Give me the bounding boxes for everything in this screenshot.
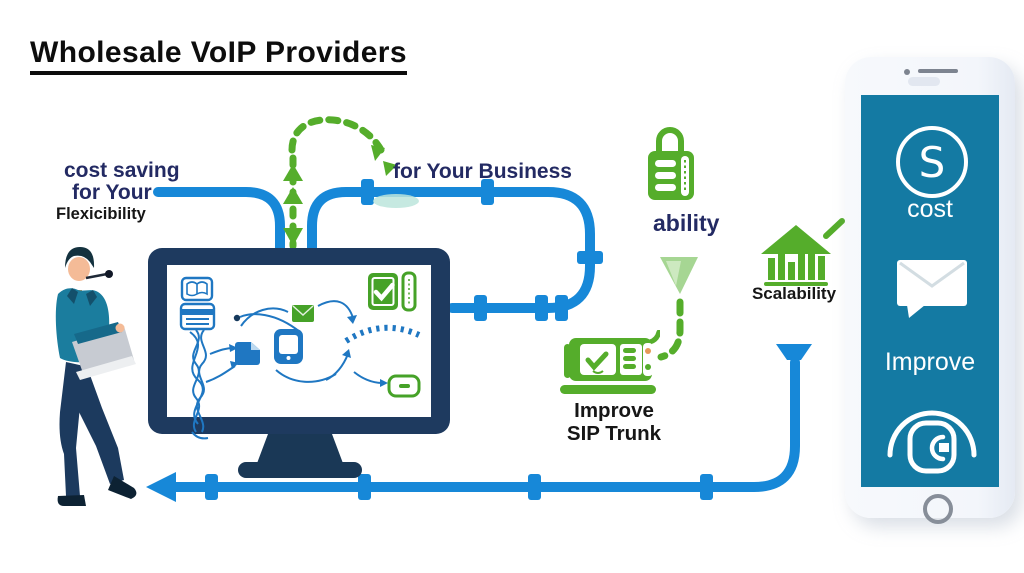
shoe-left: [57, 495, 86, 506]
hair: [65, 247, 95, 268]
monitor-flowchart-illustration: [148, 248, 450, 478]
improve-label: Improve: [884, 348, 976, 376]
book-icon: [180, 276, 214, 302]
growth-arrow: [823, 218, 845, 239]
business-label: for Your Business: [393, 160, 572, 183]
ability-label: ability: [653, 210, 720, 236]
smartphone-mockup: S cost Improve: [845, 57, 1015, 524]
speaker-bar-icon: [918, 69, 958, 73]
legs: [57, 362, 137, 506]
businessman-illustration: [55, 247, 137, 506]
cost-saving-line1: cost saving: [64, 159, 180, 182]
file-fold: [251, 342, 260, 350]
green-arrowheads: [283, 145, 397, 246]
lapel-left: [67, 288, 78, 304]
smartphone-icon: [274, 329, 303, 364]
currency-circle-icon: S: [896, 126, 968, 198]
route-node-connectors: [146, 179, 812, 502]
envelope-icon: [292, 305, 314, 322]
blue-funnel-icon: [776, 344, 812, 360]
node-dot: [233, 314, 241, 322]
support-headset-icon: [887, 410, 977, 474]
highlight-ellipse: [373, 194, 419, 208]
growth-bank-icon: [761, 218, 845, 286]
home-button: [923, 494, 953, 524]
cost-saving-label: cost saving for Your Flexicibility: [56, 159, 216, 224]
flow-arrowheads: [229, 315, 388, 387]
check-square-icon: [368, 271, 417, 312]
lapel-right: [86, 290, 97, 306]
headset-mic-icon: [85, 270, 113, 280]
sip-trunk-label: Improve SIP Trunk: [558, 399, 670, 445]
sip-line2: SIP Trunk: [566, 421, 662, 445]
flexibility-label: Flexicibility: [56, 205, 146, 224]
blue-route-lines: [153, 187, 800, 492]
flowchart: [179, 271, 421, 440]
hand: [115, 323, 125, 333]
currency-symbol: S: [918, 137, 946, 187]
sip-trunk-device-icon: [560, 330, 660, 394]
phone-screen: S cost Improve: [861, 95, 999, 487]
battery-icon: [387, 374, 421, 398]
envelope-message-icon: [897, 260, 967, 318]
arrowhead-left: [146, 472, 176, 502]
monitor-base: [238, 462, 362, 478]
braided-cable: [189, 329, 209, 440]
scalability-label: Scalability: [751, 284, 837, 303]
shoe-right: [108, 476, 137, 499]
page-title: Wholesale VoIP Providers: [30, 36, 407, 75]
head: [68, 257, 90, 281]
sip-line1: Improve: [574, 399, 654, 422]
card-icon: [179, 302, 216, 331]
cost-label: cost: [907, 195, 953, 223]
monitor-stand: [256, 434, 344, 466]
green-funnel-shine: [666, 261, 681, 286]
shopping-bag-icon: [648, 127, 694, 200]
camera-dot-icon: [904, 69, 910, 75]
cost-saving-line2: for Your: [72, 181, 152, 205]
speaker-pill: [908, 77, 940, 86]
green-dashed-drop: [657, 298, 684, 361]
forearm: [74, 322, 122, 344]
